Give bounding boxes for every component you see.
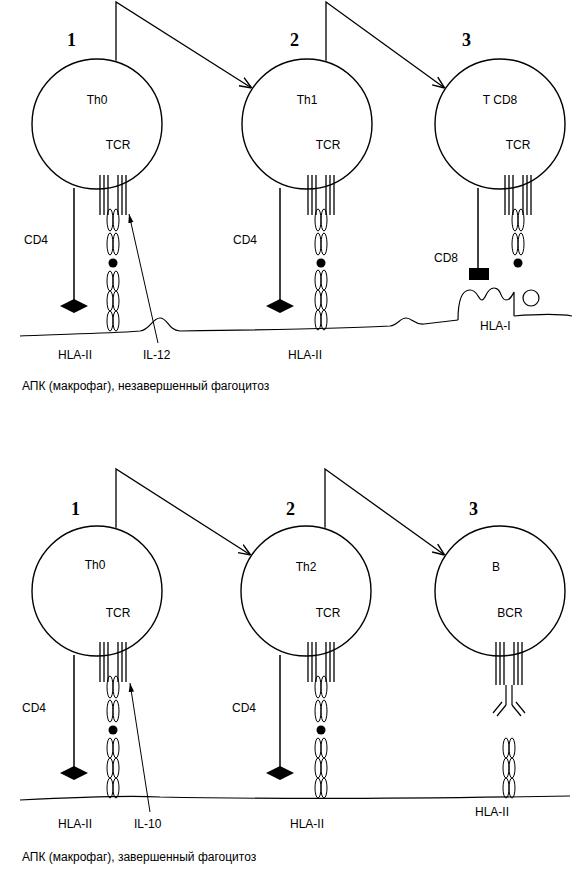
t-cell-circle: Th2TCR bbox=[240, 525, 372, 657]
molecule-label: CD4 bbox=[232, 702, 256, 714]
circle-outline bbox=[31, 58, 163, 190]
hla2-molecule bbox=[315, 270, 327, 330]
callout-number: 1 bbox=[67, 31, 76, 49]
differentiation-arrow bbox=[116, 469, 251, 555]
cell-name: B bbox=[492, 561, 500, 573]
cytokine-label: IL-12 bbox=[143, 349, 170, 361]
cd4-molecule bbox=[266, 188, 294, 313]
panel-caption: АПК (макрофаг), завершенный фагоцитоз bbox=[22, 851, 256, 863]
callout-number: 2 bbox=[290, 31, 299, 49]
t-cell-circle: Th0TCR bbox=[31, 58, 163, 190]
differentiation-arrow bbox=[326, 2, 445, 88]
molecule-label: CD4 bbox=[22, 702, 46, 714]
antibody-symbol bbox=[493, 685, 525, 716]
differentiation-arrow bbox=[325, 469, 445, 555]
callout-number: 2 bbox=[286, 500, 295, 518]
molecule-label: HLA-I bbox=[480, 320, 511, 332]
hla2-molecule bbox=[107, 271, 119, 331]
circle-outline bbox=[241, 58, 373, 190]
molecule-label: HLA-II bbox=[58, 349, 92, 361]
bcr-receptor bbox=[496, 642, 522, 685]
b-cell-circle: B BCR bbox=[434, 525, 566, 657]
t-cell-circle: T CD8TCR bbox=[434, 58, 566, 190]
molecule-label: HLA-II bbox=[58, 818, 92, 830]
hla2-molecule bbox=[107, 738, 119, 798]
receptor-name: BCR bbox=[497, 607, 522, 619]
callout-number: 3 bbox=[462, 31, 471, 49]
differentiation-arrow bbox=[116, 2, 252, 88]
cell-name: T CD8 bbox=[483, 94, 517, 106]
cell-name: Th2 bbox=[296, 561, 317, 573]
molecule-label: HLA-II bbox=[475, 806, 509, 818]
t-cell-circle: Th0TCR bbox=[31, 525, 163, 657]
cell-name: Th0 bbox=[85, 559, 106, 571]
molecule-label: CD4 bbox=[233, 234, 257, 246]
receptor-name: TCR bbox=[316, 607, 341, 619]
cytokine-label: IL-10 bbox=[134, 818, 161, 830]
receptor-name: TCR bbox=[316, 139, 341, 151]
circle-outline bbox=[31, 525, 163, 657]
cell-name: Th0 bbox=[87, 94, 108, 106]
molecule-label: HLA-II bbox=[288, 349, 322, 361]
callout-number: 1 bbox=[71, 500, 80, 518]
receptor-name: TCR bbox=[106, 607, 131, 619]
circle-outline bbox=[434, 525, 566, 657]
leader-line bbox=[129, 214, 158, 343]
receptor-name: TCR bbox=[506, 139, 531, 151]
hla1-molecule bbox=[458, 288, 539, 320]
circle-outline bbox=[240, 525, 372, 657]
cell-membrane bbox=[20, 315, 572, 337]
leader-line bbox=[130, 683, 150, 812]
molecule-label: HLA-II bbox=[290, 818, 324, 830]
callout-number: 3 bbox=[469, 500, 478, 518]
cell-membrane bbox=[20, 796, 570, 800]
circle-outline bbox=[434, 58, 566, 190]
hla2-molecule bbox=[503, 738, 515, 798]
panel-caption: АПК (макрофаг), незавершенный фагоцитоз bbox=[22, 380, 269, 392]
cd4-molecule bbox=[60, 188, 88, 313]
molecule-label: CD8 bbox=[434, 252, 458, 264]
molecule-label: CD4 bbox=[24, 234, 48, 246]
hla2-molecule bbox=[315, 738, 327, 798]
receptor-name: TCR bbox=[106, 139, 131, 151]
cd8-molecule bbox=[469, 188, 489, 280]
t-cell-circle: Th1TCR bbox=[241, 58, 373, 190]
cd4-molecule bbox=[60, 655, 88, 780]
cell-name: Th1 bbox=[297, 94, 318, 106]
cd4-molecule bbox=[266, 655, 294, 780]
